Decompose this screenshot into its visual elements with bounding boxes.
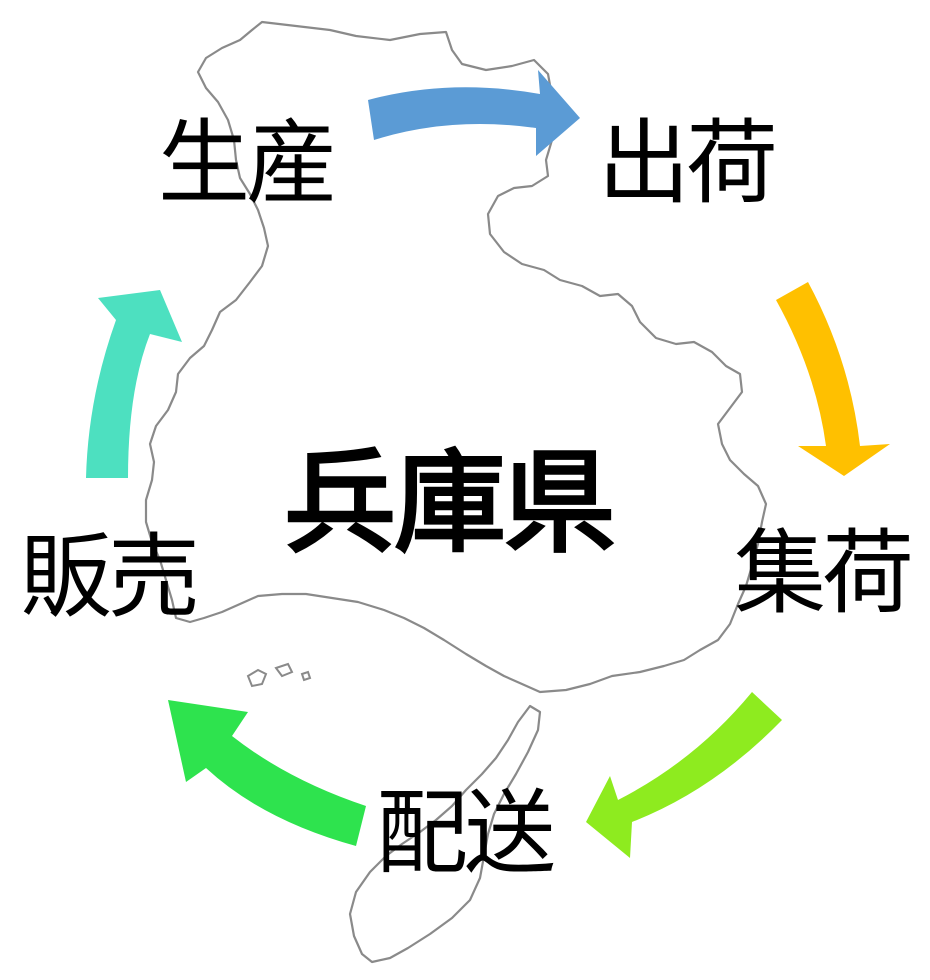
arrow-delivery-to-sales [168,700,366,846]
arrow-sales-to-production [86,290,182,478]
arrow-production-to-shipping [368,70,580,156]
arrow-shipping-to-collection [776,282,890,476]
arrow-collection-to-delivery [586,692,782,858]
awaji-island-outline [348,704,542,964]
step-label-shipping: 出荷 [598,110,778,217]
small-island-outline [274,662,294,678]
hyogo-map-outline [144,20,768,694]
center-prefecture-label: 兵庫県 [284,439,616,569]
step-label-sales: 販売 [20,524,200,631]
step-label-delivery: 配送 [376,780,556,887]
step-label-production: 生産 [158,110,338,217]
small-island-outline [246,668,268,688]
step-label-collection: 集荷 [734,520,914,627]
small-island-outline [300,670,312,682]
